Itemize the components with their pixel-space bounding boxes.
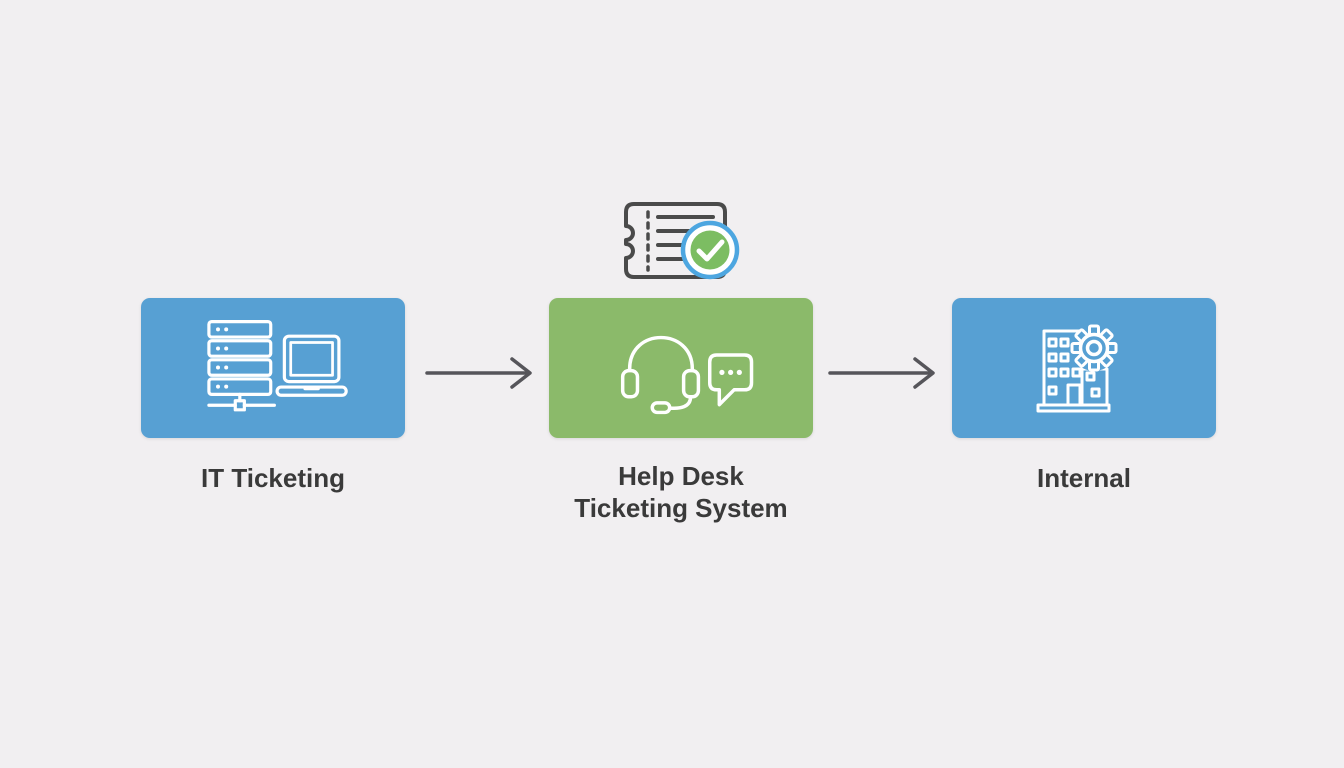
node-label-it-ticketing: IT Ticketing xyxy=(201,463,345,493)
node-it-ticketing xyxy=(141,298,405,438)
node-label-internal: Internal xyxy=(1037,463,1131,493)
ticket-check-icon xyxy=(624,202,740,280)
node-label-line1: Help Desk xyxy=(618,461,744,491)
arrow-right-icon xyxy=(828,357,935,389)
headset-chat-bubble-icon xyxy=(620,335,754,415)
server-laptop-icon xyxy=(207,320,348,412)
node-help-desk-ticketing-system xyxy=(549,298,813,438)
check-badge-ring xyxy=(680,220,740,280)
ticket-text-lines xyxy=(656,215,715,261)
arrow-right-icon xyxy=(425,357,532,389)
node-label-help-desk: Help Desk Ticketing System xyxy=(549,460,813,524)
node-label-line2: Ticketing System xyxy=(574,493,788,523)
check-icon xyxy=(696,239,725,262)
node-internal xyxy=(952,298,1216,438)
building-gear-icon xyxy=(1036,324,1118,412)
gear-icon xyxy=(1070,324,1118,371)
check-badge-fill xyxy=(690,230,730,270)
